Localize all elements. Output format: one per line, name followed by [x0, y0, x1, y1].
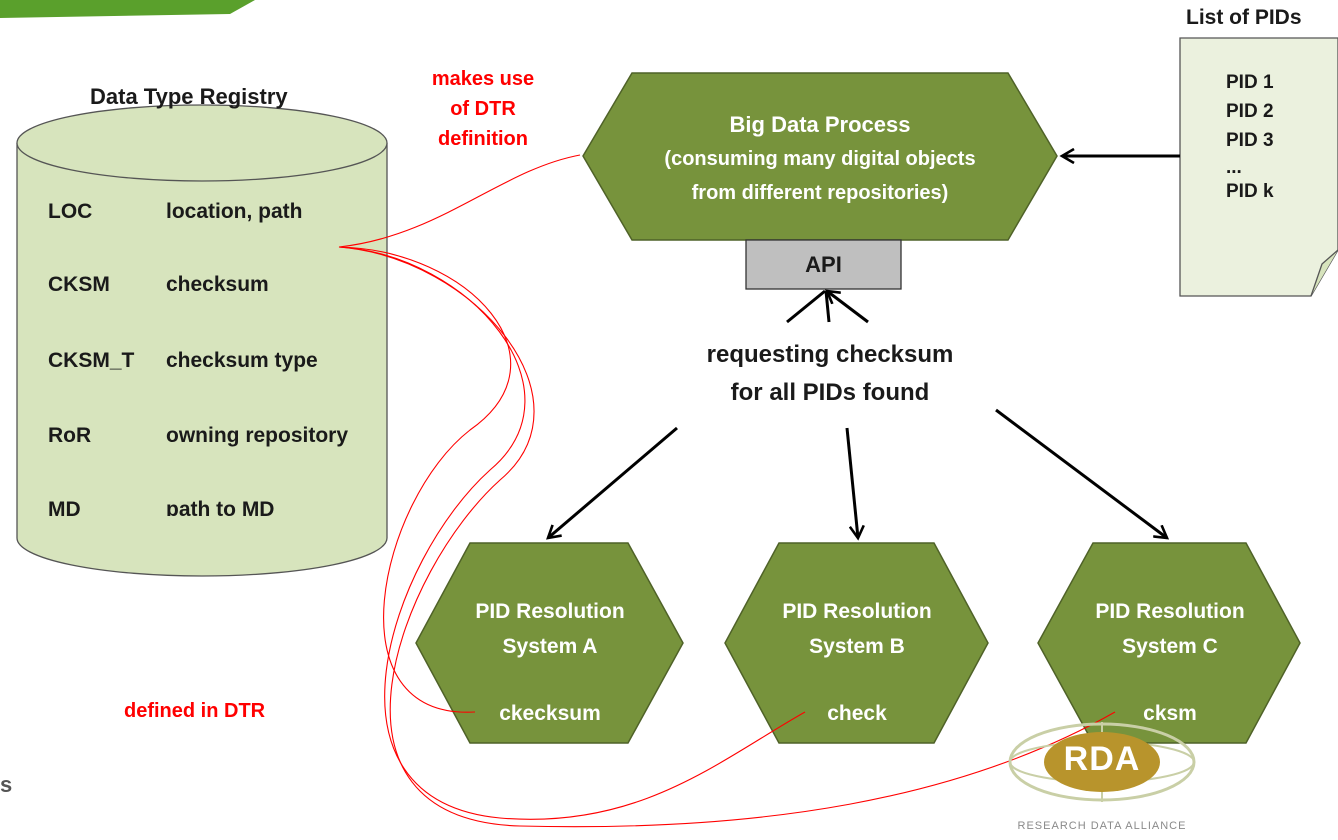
arrow-to-system-a — [548, 426, 678, 538]
defined-in-annotation: defined in DTR — [124, 700, 266, 722]
system-name: System A — [502, 635, 598, 658]
big-data-process-label[interactable]: Big Data Process (consuming many digital… — [600, 108, 1040, 210]
annotation-line: of DTR — [450, 98, 516, 120]
registry-row-clip: MD path to MD — [40, 494, 390, 516]
resolution-system-a-label: PID Resolution System A — [420, 594, 680, 664]
pid-list-item: ... — [1226, 157, 1242, 178]
top-banner — [0, 0, 255, 18]
registry-row-value: location, path — [166, 200, 303, 223]
connector-system-a — [338, 246, 512, 713]
pid-list-item: PID 2 — [1226, 101, 1274, 122]
arrow-to-system-b — [845, 427, 858, 538]
resolution-system-a-attr: ckecksum — [499, 702, 601, 725]
resolution-hexagon-b[interactable] — [724, 542, 989, 744]
registry-title: Data Type Registry — [90, 84, 288, 109]
arrow-to-api-right — [827, 291, 869, 324]
pid-list-item: PID 1 — [1226, 72, 1274, 93]
pid-list-item: PID k — [1226, 181, 1274, 202]
connector-system-b — [338, 246, 806, 820]
request-line: for all PIDs found — [730, 379, 930, 406]
registry-row-key: CKSM — [48, 273, 110, 296]
pid-list-title: List of PIDs — [1186, 6, 1302, 29]
api-label: API — [805, 252, 842, 277]
registry-row-key: CKSM_T — [48, 349, 135, 372]
registry-row-value: checksum type — [166, 349, 318, 372]
system-name: PID Resolution — [782, 600, 932, 623]
system-name: System B — [809, 635, 905, 658]
registry-row-key: RoR — [48, 424, 92, 447]
connector-process — [338, 154, 581, 248]
registry-row-value: checksum — [166, 273, 269, 296]
system-name: PID Resolution — [1095, 600, 1245, 623]
resolution-system-b-attr: check — [827, 702, 887, 725]
registry-row-key: MD — [48, 498, 81, 516]
resolution-system-b-label: PID Resolution System B — [727, 594, 987, 664]
process-subtitle: from different repositories) — [691, 182, 949, 204]
pid-list-note — [1179, 37, 1338, 297]
rda-logo-tagline: RESEARCH DATA ALLIANCE — [1017, 820, 1187, 832]
rda-logo — [1008, 722, 1196, 802]
flow-arrows — [548, 156, 1180, 538]
annotation-line: definition — [438, 128, 528, 150]
system-name: System C — [1122, 635, 1218, 658]
pid-list-items: PID 1 PID 2 PID 3 ... PID k — [1226, 68, 1274, 206]
process-subtitle: (consuming many digital objects — [664, 148, 976, 170]
connector-system-c — [338, 246, 1116, 828]
annotation-line: makes use — [431, 68, 535, 90]
big-data-process-hexagon[interactable] — [582, 72, 1058, 241]
request-label: requesting checksum for all PIDs found — [650, 336, 1010, 412]
registry-cylinder — [16, 104, 388, 577]
api-box[interactable] — [745, 239, 902, 290]
process-title: Big Data Process — [729, 112, 911, 137]
resolution-hexagon-a[interactable] — [415, 542, 684, 744]
pid-list-item: PID 3 — [1226, 130, 1274, 151]
arrow-to-api-left — [786, 289, 826, 324]
request-line: requesting checksum — [706, 341, 954, 368]
resolution-hexagon-c[interactable] — [1037, 542, 1301, 744]
registry-row-key: LOC — [48, 200, 93, 223]
resolution-system-c-attr: cksm — [1143, 702, 1197, 725]
edge-fragment-text: s — [0, 772, 13, 797]
rda-logo-mark: RDA — [1063, 740, 1141, 778]
dtr-connectors — [338, 154, 1116, 828]
arrow-to-api-center — [824, 290, 831, 323]
arrow-to-system-c — [995, 408, 1167, 538]
system-name: PID Resolution — [475, 600, 625, 623]
makes-use-annotation: makes use of DTR definition — [408, 64, 558, 154]
resolution-system-c-label: PID Resolution System C — [1040, 594, 1300, 664]
registry-row-value: owning repository — [166, 424, 349, 447]
registry-row-value: path to MD — [166, 498, 275, 516]
